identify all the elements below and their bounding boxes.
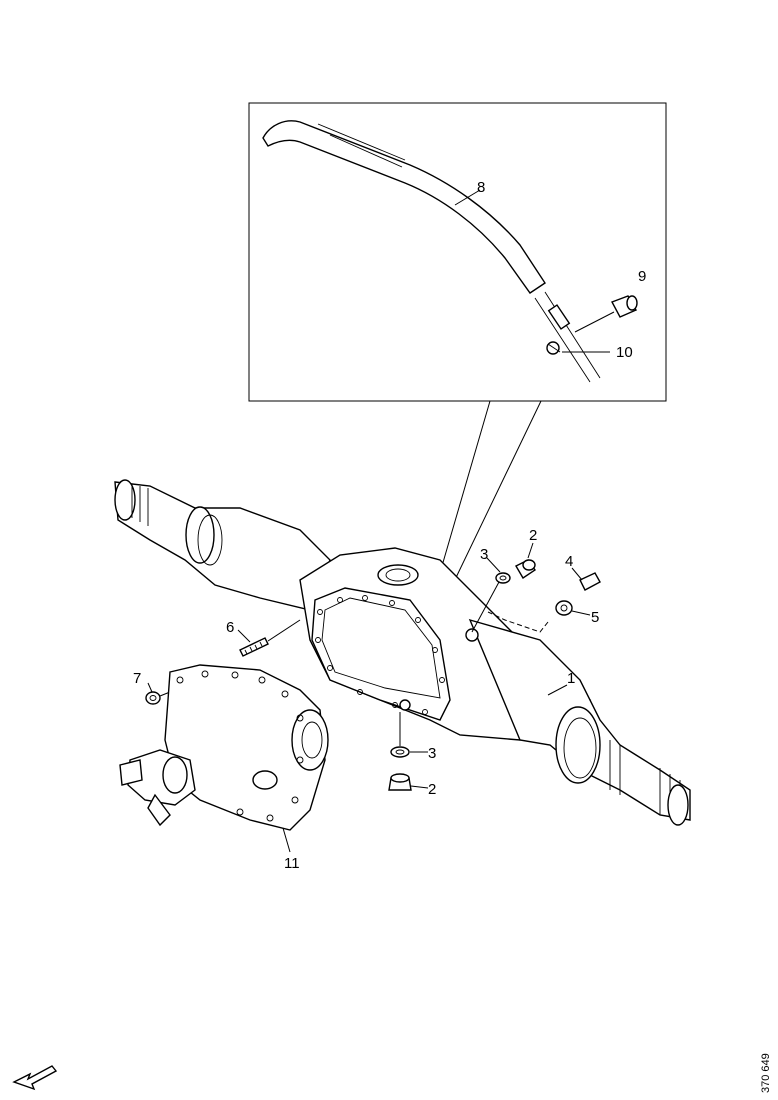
differential-carrier: [119, 664, 329, 853]
washer-upper: [495, 572, 511, 584]
direction-arrow-icon: [12, 1065, 58, 1091]
figure-id: 370 649: [760, 1053, 772, 1093]
callout-6: 6: [226, 619, 234, 636]
nut: [555, 600, 591, 616]
carrier-bolts: [176, 670, 304, 822]
callout-2-lower: 2: [428, 781, 436, 798]
callout-7: 7: [133, 670, 141, 687]
drain-plug-lower: [388, 773, 412, 791]
callout-3-lower: 3: [428, 745, 436, 762]
callout-4: 4: [565, 553, 573, 570]
callout-1: 1: [567, 670, 575, 687]
stud: [237, 619, 301, 657]
flange-studs: [315, 595, 445, 715]
breather-valve: [571, 567, 601, 591]
callout-8: 8: [477, 179, 485, 196]
washer-lower: [390, 746, 410, 758]
callout-9: 9: [638, 268, 646, 285]
callout-10: 10: [616, 344, 633, 361]
connector-fitting: [574, 295, 638, 333]
callout-11: 11: [284, 855, 300, 872]
detail-inset: 8 9 10: [248, 102, 667, 591]
callout-5: 5: [591, 609, 599, 626]
callout-3-upper: 3: [480, 546, 488, 563]
callout-2-upper: 2: [529, 527, 537, 544]
breather-pipe: [262, 120, 601, 383]
pipe-clip: [546, 341, 610, 355]
axle-housing: [114, 479, 691, 826]
drain-plug-upper: [515, 559, 536, 579]
